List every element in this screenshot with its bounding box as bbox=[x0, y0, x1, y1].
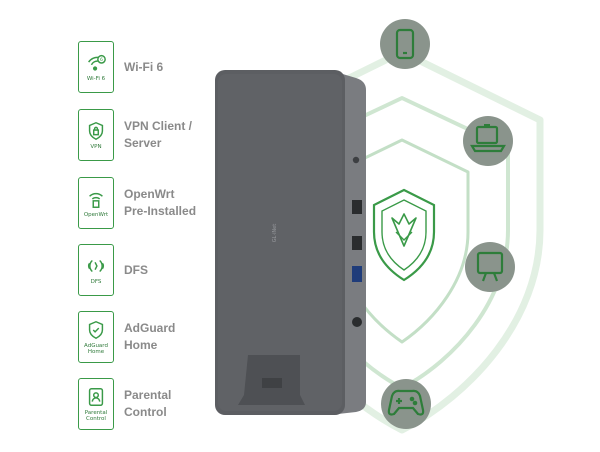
feature-openwrt: OpenWrt OpenWrt Pre-Installed bbox=[78, 177, 196, 229]
reset-button bbox=[352, 156, 360, 164]
laptop-device-circle bbox=[463, 116, 513, 166]
feature-label: VPN Client / Server bbox=[124, 119, 193, 150]
feature-icon-box: Parental Control bbox=[78, 378, 114, 430]
router-device: GL·iNet bbox=[215, 70, 366, 415]
feature-parental-control: Parental Control Parental Control bbox=[78, 378, 171, 430]
lan1-port bbox=[352, 200, 362, 214]
vpn-shield-icon bbox=[88, 121, 104, 141]
feature-caption: OpenWrt bbox=[83, 212, 109, 218]
wifi6-icon: 6 bbox=[88, 54, 106, 71]
feature-icon-box: 6 Wi-Fi 6 bbox=[78, 41, 114, 93]
feature-icon-box: OpenWrt bbox=[78, 177, 114, 229]
wan-port bbox=[352, 266, 362, 282]
tv-icon bbox=[476, 251, 504, 282]
feature-label: AdGuard Home bbox=[124, 321, 176, 352]
feature-caption: Wi-Fi 6 bbox=[86, 76, 106, 82]
gamepad-icon bbox=[387, 389, 425, 416]
feature-adguard: AdGuard Home AdGuard Home bbox=[78, 311, 175, 363]
feature-caption: Parental Control bbox=[84, 410, 108, 422]
lan2-port bbox=[352, 236, 362, 250]
router-brand-mark: GL·iNet bbox=[272, 224, 278, 242]
feature-label: OpenWrt Pre-Installed bbox=[124, 187, 197, 218]
phone-icon bbox=[395, 28, 415, 60]
svg-text:6: 6 bbox=[100, 57, 103, 63]
feature-caption: DFS bbox=[90, 279, 102, 285]
feature-label: Parental Control bbox=[124, 388, 172, 419]
feature-label: Wi-Fi 6 bbox=[124, 59, 164, 74]
feature-caption: VPN bbox=[90, 144, 102, 150]
feature-icon-box: AdGuard Home bbox=[78, 311, 114, 363]
openwrt-icon bbox=[89, 192, 103, 208]
dc-port bbox=[352, 317, 362, 327]
phone-device-circle bbox=[380, 19, 430, 69]
feature-wifi6: 6 Wi-Fi 6 Wi-Fi 6 bbox=[78, 41, 163, 93]
laptop-icon bbox=[470, 124, 506, 153]
center-shield-icon bbox=[372, 188, 436, 282]
dfs-icon bbox=[87, 259, 105, 273]
tv-device-circle bbox=[465, 242, 515, 292]
feature-icon-box: DFS bbox=[78, 244, 114, 296]
feature-icon-box: VPN bbox=[78, 109, 114, 161]
gamepad-device-circle bbox=[381, 379, 431, 429]
parental-control-icon bbox=[88, 388, 104, 406]
feature-dfs: DFS DFS bbox=[78, 244, 148, 296]
adguard-icon bbox=[88, 320, 104, 340]
feature-caption: AdGuard Home bbox=[84, 343, 108, 355]
feature-vpn: VPN VPN Client / Server bbox=[78, 109, 192, 161]
feature-label: DFS bbox=[124, 262, 148, 277]
